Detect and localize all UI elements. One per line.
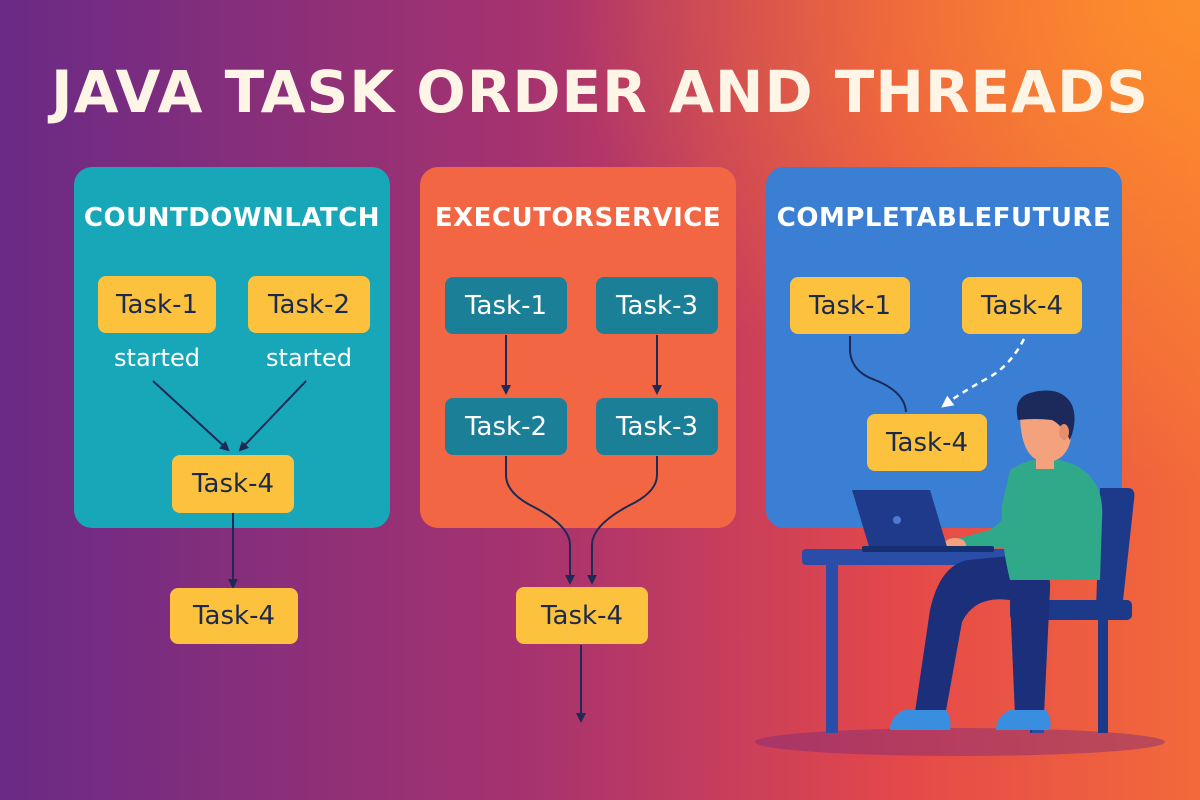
diagram-title: JAVA TASK ORDER AND THREADS [51, 58, 1149, 126]
cdl-output-task4-box: Task-4 [170, 588, 298, 644]
cf-task1-box: Task-1 [790, 277, 910, 334]
cdl-task4-box: Task-4 [172, 455, 294, 513]
es-task3-bottom-box: Task-3 [596, 398, 718, 455]
panel-title-countdownlatch: COUNTDOWNLATCH [83, 203, 381, 233]
arrow-cdl-task1-to-task4 [152, 380, 230, 452]
cdl-task1-started-label: started [114, 344, 200, 372]
cdl-task2-box: Task-2 [248, 276, 370, 333]
panel-executorservice: EXECUTORSERVICE [420, 167, 736, 528]
floor-shadow [755, 728, 1165, 756]
es-output-task4-box: Task-4 [516, 587, 648, 644]
es-task1-box: Task-1 [445, 277, 567, 334]
panel-title-executorservice: EXECUTORSERVICE [434, 203, 722, 233]
person-hair [1016, 390, 1075, 440]
person-torso [1001, 458, 1103, 580]
laptop [852, 490, 994, 552]
es-task3-top-box: Task-3 [596, 277, 718, 334]
cf-task4-top-box: Task-4 [962, 277, 1082, 334]
arrow-cdl-task2-to-task4 [238, 380, 307, 452]
arrow-cf-task4-dashed [941, 338, 1026, 408]
cf-task4-center-box: Task-4 [867, 414, 987, 471]
cdl-task1-box: Task-1 [98, 276, 216, 333]
cdl-task2-started-label: started [266, 344, 352, 372]
person-arm [960, 490, 1050, 552]
panel-title-completablefuture: COMPLETABLEFUTURE [776, 203, 1112, 233]
arrow-es-task3-to-output [587, 456, 658, 585]
es-task2-box: Task-2 [445, 398, 567, 455]
person-shoe-left [890, 710, 951, 730]
arrow-es-task2-to-output [505, 456, 575, 585]
person-shoe-right [996, 710, 1051, 730]
person-ear [1059, 424, 1069, 440]
person-legs [915, 555, 1051, 716]
line-cf-task1-to-task4 [849, 336, 907, 413]
